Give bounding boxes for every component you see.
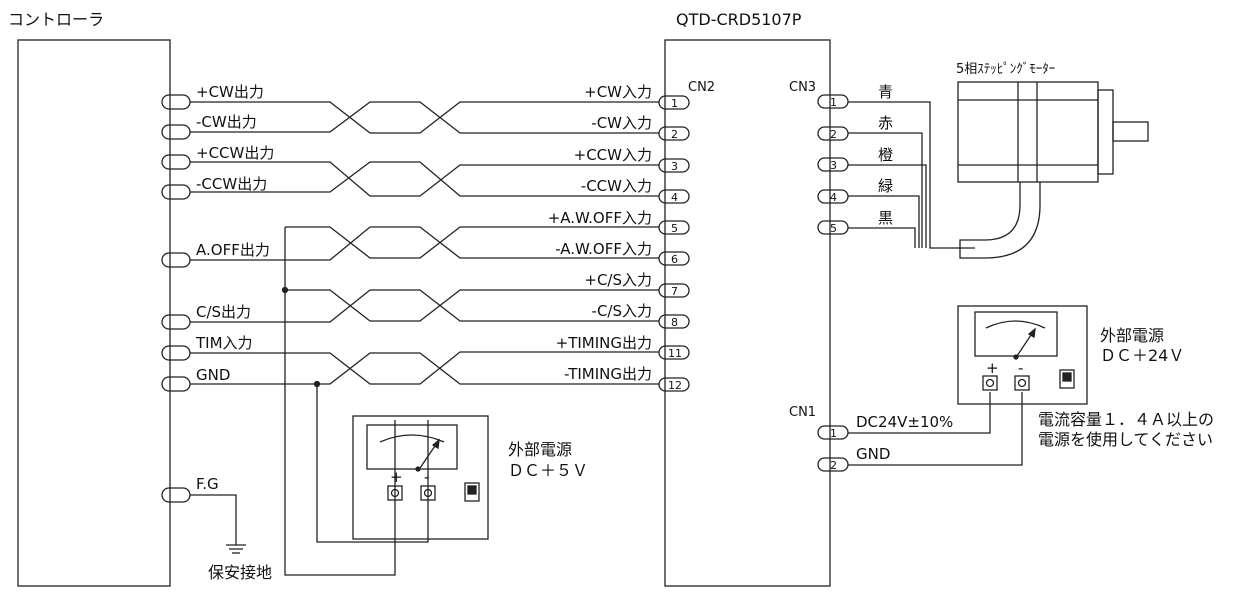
psu24-title: 外部電源 xyxy=(1100,326,1165,345)
cn2-label-12: -TIMING出力 xyxy=(564,365,652,383)
controller-title: コントローラ xyxy=(8,10,105,29)
twisted-pair-wires xyxy=(190,101,659,576)
terminal-cw-minus xyxy=(161,124,191,140)
cn1-wires xyxy=(848,392,1023,466)
cn3-num-4: 4 xyxy=(830,191,837,204)
driver-title: QTD-CRD5107P xyxy=(676,10,802,29)
signal-aoff: A.OFF出力 xyxy=(196,241,270,259)
terminal-tim xyxy=(161,345,191,361)
psu5-voltage: ＤＣ＋５Ｖ xyxy=(508,461,589,480)
signal-fg: F.G xyxy=(196,475,219,493)
psu24-note-1: 電流容量１．４Ａ以上の xyxy=(1038,410,1215,429)
cn3-num-2: 2 xyxy=(830,128,837,141)
terminal-cw-plus xyxy=(161,94,191,110)
psu-5v xyxy=(352,415,489,540)
cn2-label-2: -CW入力 xyxy=(591,114,652,132)
wire-color-red: 赤 xyxy=(878,114,894,132)
signal-gnd: GND xyxy=(196,366,231,384)
cn2-num-4: 4 xyxy=(671,191,678,204)
cn3-num-3: 3 xyxy=(830,159,837,172)
psu24-note-2: 電源を使用してください xyxy=(1038,430,1214,449)
motor-title: 5相ｽﾃｯﾋﾟﾝｸﾞﾓｰﾀｰ xyxy=(956,62,1056,77)
cn3-name: CN3 xyxy=(789,80,817,95)
terminal-ccw-plus xyxy=(161,154,191,170)
cn2-label-1: +CW入力 xyxy=(584,83,652,101)
signal-cw-minus: -CW出力 xyxy=(196,113,257,131)
cn2-num-6: 6 xyxy=(671,253,678,266)
terminal-gnd xyxy=(161,376,191,392)
terminal-cs xyxy=(161,314,191,330)
ground-label: 保安接地 xyxy=(208,563,273,582)
cn2-num-3: 3 xyxy=(671,160,678,173)
controller-box xyxy=(17,39,171,587)
cn2-name: CN2 xyxy=(688,80,716,95)
motor-wires xyxy=(848,101,975,249)
cn2-num-11: 11 xyxy=(668,347,682,360)
psu24-plus: + xyxy=(986,359,999,377)
stepper-motor xyxy=(957,81,1149,259)
cn2-label-4: -CCW入力 xyxy=(580,177,652,195)
cn2-num-1: 1 xyxy=(671,97,678,110)
controller-terminals xyxy=(161,94,191,503)
wire-color-blue: 青 xyxy=(878,83,894,101)
signal-cs: C/S出力 xyxy=(196,303,252,321)
cn1-num-1: 1 xyxy=(830,427,837,440)
wire-color-black: 黒 xyxy=(878,209,894,227)
driver-box xyxy=(664,39,831,587)
cn2-label-6: -A.W.OFF入力 xyxy=(555,240,652,258)
psu24-voltage: ＤＣ＋24Ｖ xyxy=(1100,346,1185,365)
signal-ccw-minus: -CCW出力 xyxy=(196,175,268,193)
cn2-label-5: +A.W.OFF入力 xyxy=(547,209,652,227)
psu5-title: 外部電源 xyxy=(508,440,573,459)
terminal-ccw-minus xyxy=(161,184,191,200)
psu5-plus: + xyxy=(390,468,403,486)
cn1-label-1: DC24V±10% xyxy=(856,413,954,431)
cn2-num-8: 8 xyxy=(671,316,678,329)
psu24-minus: - xyxy=(1018,359,1024,377)
cn3-num-5: 5 xyxy=(830,222,837,235)
cn1-label-2: GND xyxy=(856,445,891,463)
terminal-fg xyxy=(161,487,191,503)
cn2-num-5: 5 xyxy=(671,222,678,235)
cn2-num-7: 7 xyxy=(671,285,678,298)
signal-tim: TIM入力 xyxy=(196,334,253,352)
cn1-num-2: 2 xyxy=(830,459,837,472)
frame-ground xyxy=(190,494,246,554)
psu5-minus: - xyxy=(424,468,430,486)
wire-color-green: 緑 xyxy=(878,177,894,195)
psu-24v xyxy=(957,305,1088,405)
terminal-aoff xyxy=(161,252,191,268)
cn2-label-8: -C/S入力 xyxy=(591,302,652,320)
cn2-label-11: +TIMING出力 xyxy=(555,334,652,352)
cn1-name: CN1 xyxy=(789,405,817,420)
cn3-num-1: 1 xyxy=(830,96,837,109)
cn2-num-2: 2 xyxy=(671,128,678,141)
cn2-label-3: +CCW入力 xyxy=(573,146,652,164)
cn2-num-12: 12 xyxy=(668,379,682,392)
signal-cw-plus: +CW出力 xyxy=(196,83,264,101)
wire-color-orange: 橙 xyxy=(878,146,894,164)
signal-ccw-plus: +CCW出力 xyxy=(196,144,275,162)
cn2-label-7: +C/S入力 xyxy=(584,271,652,289)
